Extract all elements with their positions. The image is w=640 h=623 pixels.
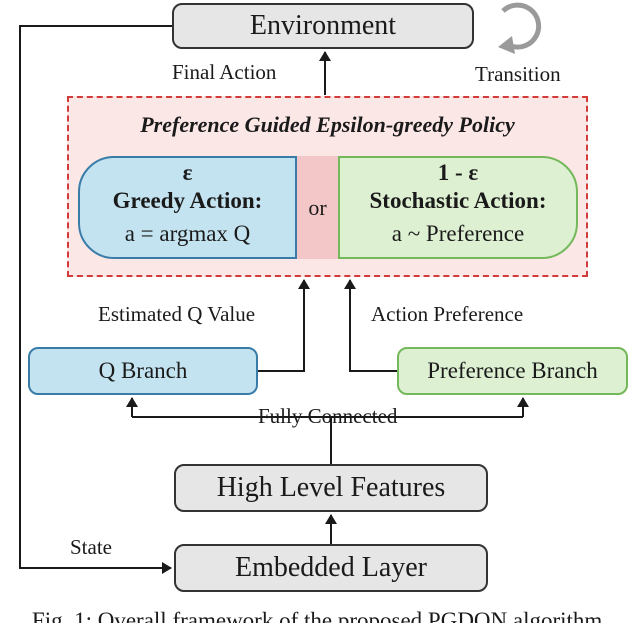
q-to-policy-arrow (258, 279, 310, 372)
pref-to-policy-arrow (344, 279, 397, 372)
or-label: or (308, 194, 327, 220)
greedy-formula: a = argmax Q (124, 221, 251, 246)
high-level-features-label: High Level Features (216, 472, 446, 503)
policy-box: Preference Guided Epsilon-greedy Policy … (67, 96, 588, 277)
policy-title: Preference Guided Epsilon-greedy Policy (140, 112, 515, 137)
stochastic-probability: 1 - ε (437, 160, 479, 185)
stochastic-action-node: 1 - ε Stochastic Action: a ~ Preference (338, 156, 578, 259)
estimated-q-label: Estimated Q Value (98, 302, 256, 326)
greedy-probability: ε (182, 160, 193, 185)
transition-label: Transition (475, 62, 561, 86)
environment-label: Environment (249, 10, 397, 41)
q-branch-label: Q Branch (98, 358, 188, 383)
preference-branch-node: Preference Branch (397, 347, 628, 395)
greedy-action-node: ε Greedy Action: a = argmax Q (78, 156, 297, 259)
state-label: State (70, 535, 112, 559)
figure-caption: Fig. 1: Overall framework of the propose… (31, 608, 609, 623)
greedy-title: Greedy Action: (112, 188, 263, 213)
stochastic-title: Stochastic Action: (369, 188, 547, 213)
high-level-features-node: High Level Features (174, 464, 488, 512)
transition-loop-icon (498, 2, 542, 54)
stochastic-formula: a ~ Preference (391, 221, 525, 246)
policy-divider (296, 156, 339, 259)
action-preference-label: Action Preference (371, 302, 524, 326)
embedded-layer-label: Embedded Layer (234, 552, 428, 583)
fully-connected-label: Fully Connected (258, 404, 398, 428)
state-arrow (19, 25, 172, 574)
q-branch-node: Q Branch (28, 347, 258, 395)
environment-node: Environment (172, 3, 474, 49)
preference-branch-label: Preference Branch (427, 358, 598, 383)
embedded-layer-node: Embedded Layer (174, 544, 488, 592)
final-action-label: Final Action (172, 60, 277, 84)
